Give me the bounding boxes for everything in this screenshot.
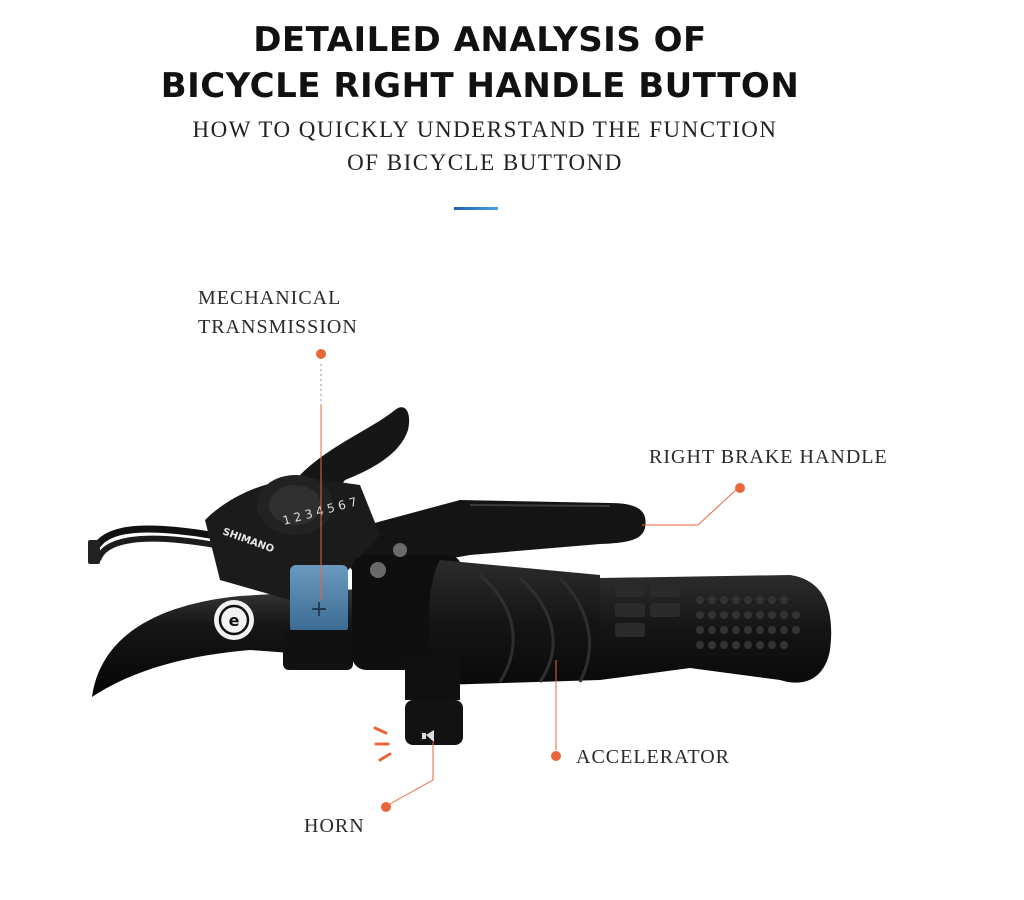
title-line-1: DETAILED ANALYSIS OF xyxy=(253,20,707,60)
brake-cables xyxy=(88,525,216,564)
mechanical-transmission-line2: TRANSMISSION xyxy=(198,316,358,338)
mechanical-transmission-dot xyxy=(316,349,326,359)
callout-dots xyxy=(316,349,745,812)
title-line-2: BICYCLE RIGHT HANDLE BUTTON xyxy=(160,66,800,106)
sound-wave-icon xyxy=(373,726,392,762)
mechanical-transmission-label: MECHANICAL TRANSMISSION xyxy=(198,284,358,342)
grip-logo-icon: e xyxy=(214,600,254,640)
horn-label: HORN xyxy=(304,815,365,837)
gear-shifter: SHIMANO 1 2 3 4 5 6 7 + xyxy=(205,407,410,670)
accent-divider xyxy=(454,207,498,210)
shift-button xyxy=(290,565,348,633)
shift-button-symbol: + xyxy=(310,597,328,622)
horn-icon xyxy=(422,730,434,742)
mechanical-transmission-line1: MECHANICAL xyxy=(198,287,342,309)
right-brake-handle-label: RIGHT BRAKE HANDLE xyxy=(649,446,888,468)
accelerator-label: ACCELERATOR xyxy=(576,746,730,768)
accelerator-dot xyxy=(551,751,561,761)
horn-button xyxy=(373,655,463,762)
subtitle-line-1: HOW TO QUICKLY UNDERSTAND THE FUNCTION xyxy=(192,117,778,142)
throttle-grip xyxy=(428,560,600,685)
grip-logo-text: e xyxy=(229,611,240,630)
subtitle-line-2: OF BICYCLE BUTTOND xyxy=(347,150,623,175)
callout-leaders xyxy=(320,364,739,806)
right-brake-handle-dot xyxy=(735,483,745,493)
horn-dot xyxy=(381,802,391,812)
